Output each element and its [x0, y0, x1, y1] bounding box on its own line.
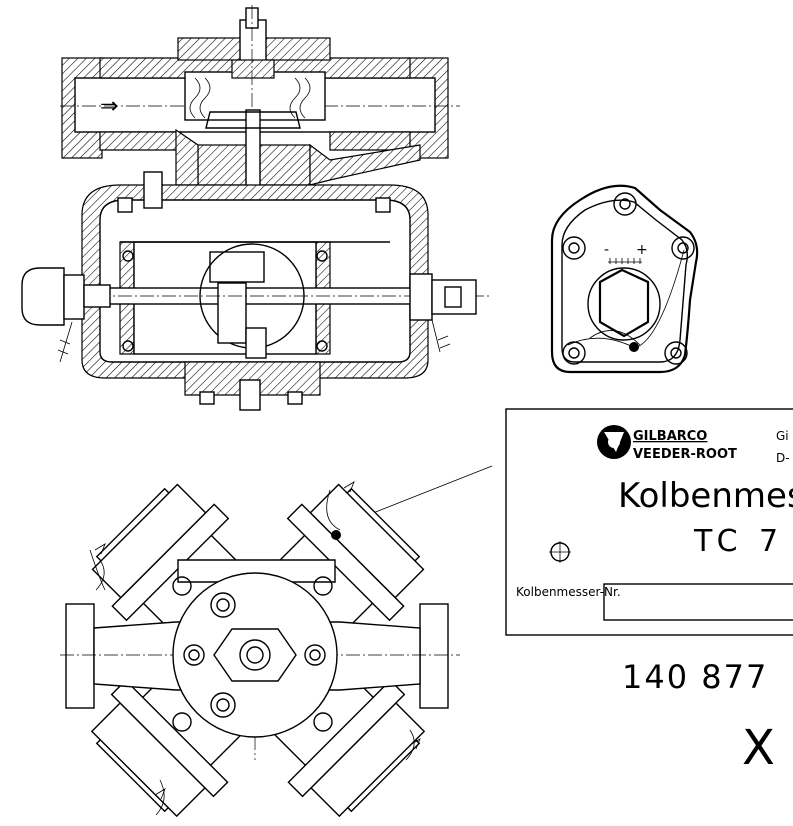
flow-arrow-icon: ⇒ — [100, 94, 118, 119]
adjuster-plus-sign: + — [636, 242, 648, 258]
top-view — [60, 481, 460, 818]
marking-letter: X — [742, 720, 775, 776]
cover-plate-view: - + — [550, 184, 699, 374]
part-number: 140 877 — [622, 658, 768, 696]
brand-name-line2: VEEDER-ROOT — [633, 447, 737, 462]
right-adjuster — [409, 273, 477, 353]
adjuster-minus-sign: - — [604, 242, 609, 258]
meter-body — [30, 171, 490, 379]
mounting-hole-icon — [549, 541, 571, 563]
product-name: Kolbenmes — [618, 476, 793, 516]
serial-number-field — [603, 583, 793, 621]
address-fragment: D- — [776, 451, 790, 465]
gilbarco-logo-icon — [597, 425, 631, 459]
bottom-cover — [184, 361, 321, 411]
left-adjuster-cap — [21, 267, 111, 363]
nameplate: GILBARCO VEEDER-ROOT Gi D- Kolbenmes TC … — [505, 408, 793, 636]
serial-number-label: Kolbenmesser-Nr. — [516, 585, 621, 599]
model-name: TC 7 — [693, 524, 784, 559]
company-name-fragment: Gi — [776, 429, 789, 443]
section-view: ⇒ — [21, 5, 490, 411]
brand-name-line1: GILBARCO — [633, 429, 707, 444]
